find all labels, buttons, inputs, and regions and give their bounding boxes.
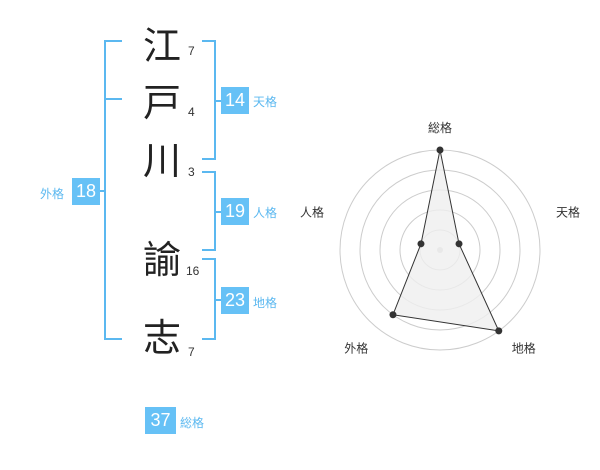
- radar-axis-label-4: 人格: [300, 204, 324, 219]
- name-char-1: 江: [142, 24, 181, 68]
- name-char-2: 戸: [142, 81, 181, 125]
- radar-axis-label-3: 外格: [344, 341, 368, 356]
- gaikaku-bracket-tick: [104, 98, 122, 100]
- radar-area: [392, 149, 500, 332]
- name-char-5: 志: [142, 316, 181, 360]
- tenkaku-connector: [214, 100, 222, 102]
- gaikaku-value: 18: [72, 178, 100, 205]
- radar-axis-label-2: 地格: [512, 341, 536, 356]
- radar-axis-label-0: 総格: [428, 120, 452, 135]
- radar-point-4: [417, 240, 425, 248]
- name-char-4: 諭: [142, 238, 181, 282]
- radar-point-3: [389, 311, 397, 319]
- radar-point-1: [455, 240, 463, 248]
- gaikaku-connector: [98, 190, 106, 192]
- chikaku-connector: [214, 299, 222, 301]
- stroke-count-4: 16: [186, 264, 200, 278]
- chikaku-label: 地格: [253, 296, 278, 310]
- stroke-count-1: 7: [188, 44, 195, 58]
- tenkaku-label: 天格: [253, 95, 278, 109]
- gaikaku-label: 外格: [40, 187, 65, 201]
- chikaku-value: 23: [221, 287, 249, 314]
- jinkaku-label: 人格: [253, 206, 278, 220]
- jinkaku-value: 19: [221, 198, 249, 225]
- radar-point-2: [495, 327, 503, 335]
- stroke-count-3: 3: [188, 165, 195, 179]
- radar-points: [389, 146, 503, 335]
- stroke-count-5: 7: [188, 345, 195, 359]
- stroke-count-2: 4: [188, 105, 195, 119]
- soukaku-value: 37: [145, 407, 176, 434]
- jinkaku-connector: [214, 211, 222, 213]
- soukaku-label: 総格: [180, 416, 205, 430]
- radar-point-0: [436, 146, 444, 154]
- name-char-3: 川: [142, 139, 181, 183]
- tenkaku-value: 14: [221, 87, 249, 114]
- radar-axis-label-1: 天格: [556, 204, 580, 219]
